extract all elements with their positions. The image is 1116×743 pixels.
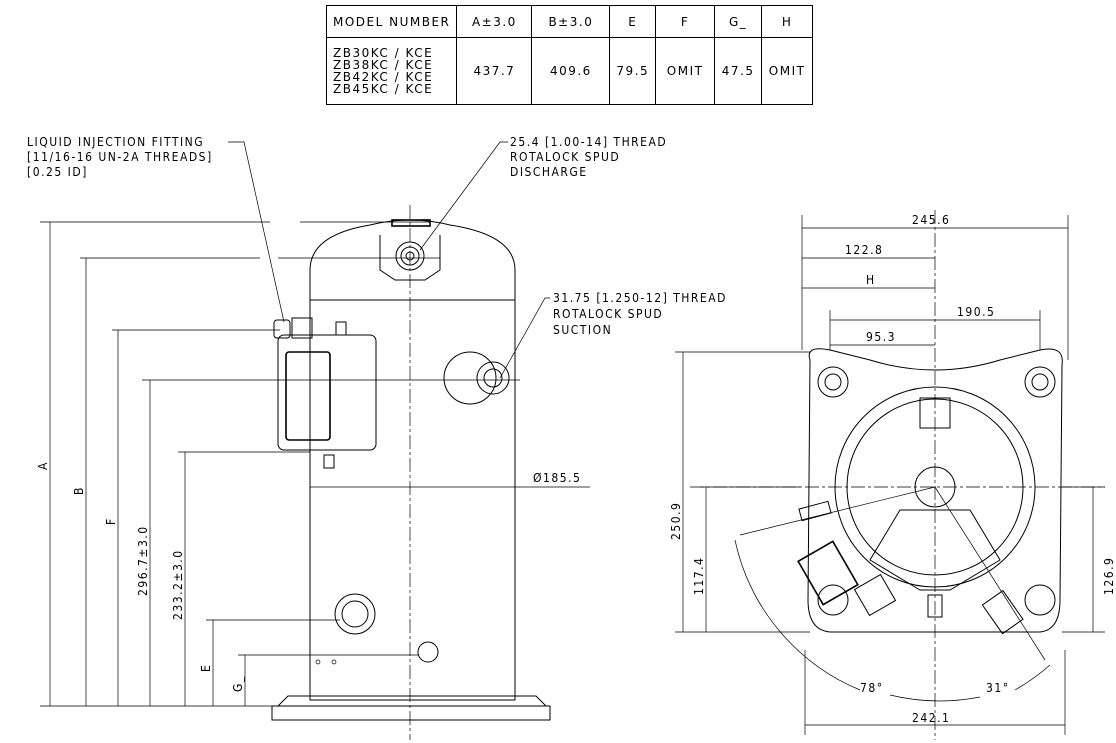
model: ZB42KC / KCE	[333, 70, 434, 84]
model-dimension-table: MODEL NUMBER A±3.0 B±3.0 E F G_ H ZB30KC…	[325, 5, 814, 105]
dim-245-6: 245.6	[912, 213, 950, 227]
dim-b: B	[72, 486, 86, 495]
dim-242-1: 242.1	[912, 711, 950, 725]
dim-diameter: Ø185.5	[533, 471, 581, 485]
dim-126-9: 126.9	[1102, 557, 1116, 595]
side-view-compressor	[271, 205, 551, 740]
liquid-injection-callout: LIQUID INJECTION FITTING [11/16-16 UN-2A…	[27, 135, 285, 323]
dim-h: H	[866, 273, 876, 287]
value-g: 47.5	[714, 37, 763, 105]
dim-190-5: 190.5	[957, 305, 995, 319]
callout-text: [0.25 ID]	[27, 165, 88, 179]
dim-g: G_	[231, 675, 245, 692]
value-e: 79.5	[609, 37, 657, 105]
table-header-row: MODEL NUMBER A±3.0 B±3.0 E F G_ H	[325, 5, 814, 38]
callout-text: LIQUID INJECTION FITTING	[27, 135, 204, 149]
dim-117-4: 117.4	[692, 557, 706, 595]
callout-text: 31.75 [1.250-12] THREAD	[553, 291, 727, 305]
model-list: ZB30KC / KCE ZB38KC / KCE ZB42KC / KCE Z…	[325, 37, 458, 105]
callout-text: [11/16-16 UN-2A THREADS]	[27, 150, 213, 164]
value-h: OMIT	[761, 37, 814, 105]
model: ZB38KC / KCE	[333, 58, 434, 72]
discharge-callout: 25.4 [1.00-14] THREAD ROTALOCK SPUD DISC…	[419, 135, 667, 251]
dim-f: F	[104, 517, 118, 525]
callout-text: 25.4 [1.00-14] THREAD	[510, 135, 667, 149]
callout-text: DISCHARGE	[510, 165, 588, 179]
dim-e: E	[199, 664, 213, 672]
header-model-number: MODEL NUMBER	[325, 5, 458, 38]
angle-78: 78°	[860, 681, 884, 695]
dim-122-8: 122.8	[845, 243, 883, 257]
suction-callout: 31.75 [1.250-12] THREAD ROTALOCK SPUD SU…	[499, 291, 727, 379]
header-f: F	[655, 5, 716, 38]
callout-text: SUCTION	[553, 323, 612, 337]
header-a: A±3.0	[456, 5, 533, 38]
dim-296: 296.7±3.0	[136, 525, 150, 596]
model: ZB30KC / KCE	[333, 46, 434, 60]
top-view-dimensions: 245.6 122.8 H 190.5 95.3 250.9 117.4 126…	[669, 213, 1116, 735]
header-h: H	[761, 5, 814, 38]
side-view-dimensions: A B F 296.7±3.0 233.2±3.0 E G_ Ø185.5	[36, 221, 590, 707]
dim-233: 233.2±3.0	[171, 549, 185, 620]
table-row: ZB30KC / KCE ZB38KC / KCE ZB42KC / KCE Z…	[325, 37, 814, 105]
dim-95-3: 95.3	[866, 330, 896, 344]
callout-text: ROTALOCK SPUD	[553, 307, 663, 321]
angle-31: 31°	[986, 681, 1010, 695]
dim-a: A	[36, 461, 50, 470]
callout-text: ROTALOCK SPUD	[510, 150, 620, 164]
value-b: 409.6	[531, 37, 611, 105]
top-view-compressor	[690, 210, 1105, 740]
dim-250-9: 250.9	[669, 502, 683, 540]
model: ZB45KC / KCE	[333, 82, 434, 96]
header-e: E	[609, 5, 657, 38]
header-g: G_	[714, 5, 763, 38]
value-f: OMIT	[655, 37, 716, 105]
